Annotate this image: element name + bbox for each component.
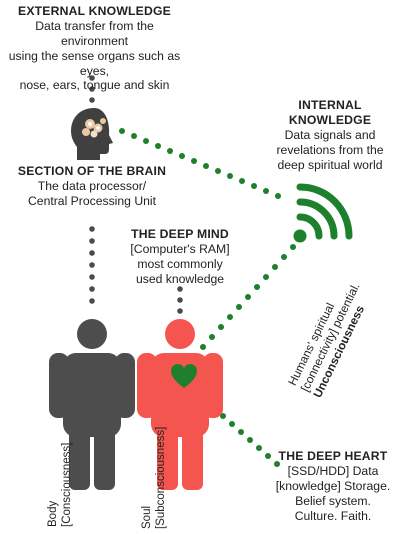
person-body-icon [49, 319, 135, 490]
internal-knowledge-block: INTERNAL KNOWLEDGE Data signals and reve… [262, 98, 398, 172]
deep-mind-title: THE DEEP MIND [131, 227, 229, 241]
external-knowledge-block: EXTERNAL KNOWLEDGE Data transfer from th… [2, 4, 187, 93]
brain-section-block: SECTION OF THE BRAIN The data processor/… [8, 164, 176, 209]
soul-label: Soul [Subconsciousness] [141, 427, 169, 529]
wifi-signal-icon [293, 183, 353, 243]
brain-section-line: Central Processing Unit [27, 193, 157, 208]
deep-heart-line: [SSD/HDD] Data [287, 463, 379, 478]
connector-mind-to-soul [177, 286, 183, 314]
internal-knowledge-title: INTERNAL [298, 98, 362, 112]
heart-icon [171, 364, 197, 388]
deep-mind-line: most commonly [137, 256, 223, 271]
soul-label-subtitle: [Subconsciousness] [154, 426, 167, 529]
internal-knowledge-line: Data signals and [284, 127, 376, 142]
internal-knowledge-line: deep spiritual world [277, 157, 383, 172]
internal-knowledge-title: KNOWLEDGE [288, 112, 372, 127]
connector-head-to-signal [119, 128, 281, 199]
external-knowledge-line: Data transfer from the environment [35, 18, 154, 48]
soul-label-title: Soul [141, 505, 153, 529]
deep-mind-line: [Computer's RAM] [130, 241, 230, 256]
deep-heart-line: Belief system. [295, 493, 371, 508]
head-brain-icon [71, 108, 113, 160]
external-knowledge-line: nose, ears, tongue and skin [19, 78, 170, 93]
deep-heart-title: THE DEEP HEART [278, 449, 388, 463]
connector-external-to-head [89, 75, 95, 103]
deep-mind-block: THE DEEP MIND [Computer's RAM] most comm… [128, 227, 232, 287]
body-label: Body [Consciousness] [47, 443, 75, 527]
internal-knowledge-line: revelations from the [276, 142, 384, 157]
brain-section-line: The data processor/ [37, 178, 147, 193]
deep-heart-line: Culture. Faith. [294, 508, 372, 523]
external-knowledge-title: EXTERNAL KNOWLEDGE [17, 4, 171, 18]
body-label-title: Body [47, 500, 59, 527]
brain-section-title: SECTION OF THE BRAIN [17, 164, 167, 178]
connector-brain-to-body [89, 226, 95, 304]
deep-heart-line: [knowledge] Storage. [275, 478, 391, 493]
deep-heart-block: THE DEEP HEART [SSD/HDD] Data [knowledge… [268, 449, 398, 523]
external-knowledge-line: using the sense organs such as eyes, [8, 48, 181, 78]
body-label-subtitle: [Consciousness] [60, 442, 73, 527]
deep-mind-line: used knowledge [135, 271, 225, 286]
